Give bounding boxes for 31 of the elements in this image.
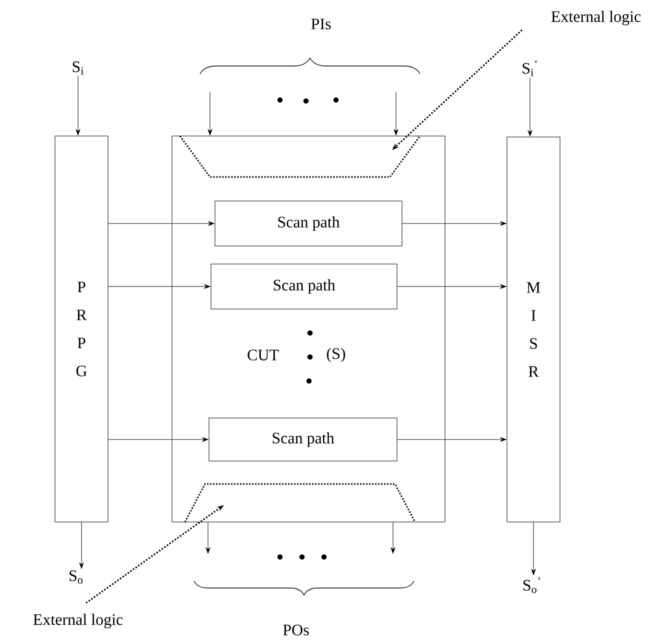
arrow xyxy=(397,437,506,442)
bus-label: PIs xyxy=(311,18,331,30)
arrow xyxy=(531,522,536,576)
scan-path-box: Scan path xyxy=(214,200,402,246)
register-box: P R P G xyxy=(54,136,108,522)
arrow xyxy=(390,522,396,554)
signal-label: S$_{o}$ xyxy=(70,570,83,584)
circuit-label: CUT xyxy=(248,350,279,360)
signal-label: S$_{i}$ xyxy=(72,61,84,75)
arrow xyxy=(206,522,210,554)
bus-label: POs xyxy=(283,624,309,636)
trapezoid-outline xyxy=(179,136,421,178)
callout-text: External logic xyxy=(551,10,641,26)
circuit-label: (S) xyxy=(326,348,346,362)
signal-label: S$_{o}$‘ xyxy=(523,576,540,594)
arrow xyxy=(108,221,214,226)
arrow xyxy=(528,77,532,136)
arrow xyxy=(108,437,208,442)
arrow xyxy=(79,522,84,569)
trapezoid-outline xyxy=(184,483,416,522)
scan-path-box: Scan path xyxy=(208,418,398,462)
register-box: M I S R xyxy=(506,136,560,522)
arrow xyxy=(397,284,506,289)
signal-label: S$_{i}$‘ xyxy=(522,60,537,76)
scan-path-box: Scan path xyxy=(210,264,398,310)
arrow xyxy=(108,284,210,289)
arrow xyxy=(76,76,80,136)
arrow xyxy=(208,92,212,136)
callout-text: External logic xyxy=(33,614,123,628)
arrow xyxy=(394,92,398,136)
arrow xyxy=(402,221,506,226)
